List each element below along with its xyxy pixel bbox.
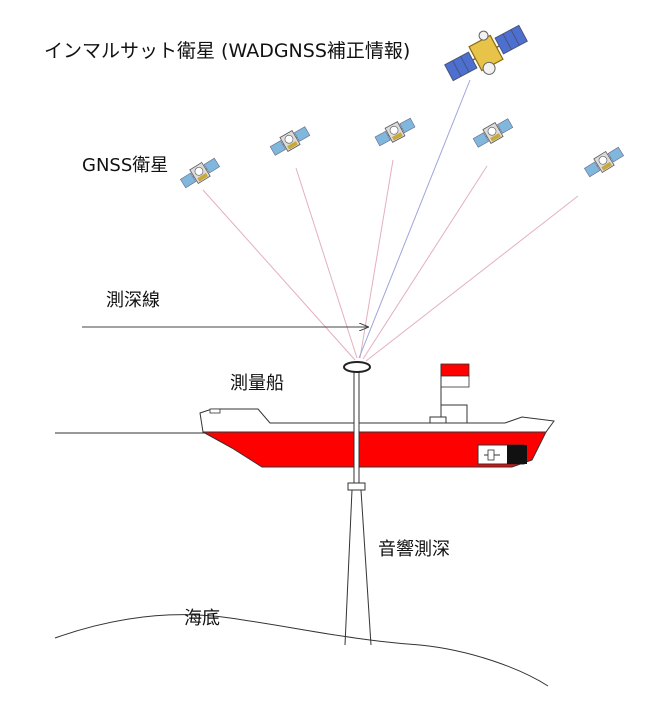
- gnss-satellite-label: GNSS衛星: [82, 155, 169, 176]
- gnss-signal-lines: [202, 159, 579, 362]
- survey-ship-label: 測量船: [230, 373, 284, 394]
- transducer: [347, 482, 366, 491]
- ship-flag: [440, 363, 470, 377]
- seabed-label: 海底: [184, 608, 220, 629]
- echo-sounding-label: 音響測深: [378, 539, 450, 560]
- survey-ship: [199, 363, 555, 468]
- signal-line: [362, 165, 488, 360]
- signal-line: [295, 167, 358, 359]
- satellite-icon: [471, 115, 515, 151]
- sounding-beam: [344, 489, 372, 646]
- gnss-antenna: [343, 361, 371, 373]
- inmarsat-satellite-label: インマルサット衛星 (WADGNSS補正情報): [44, 40, 411, 62]
- correction-signal-line: [358, 79, 471, 359]
- survey-line-label: 測深線: [106, 290, 160, 311]
- satellite-icon: [444, 24, 528, 82]
- seabed: [54, 614, 549, 687]
- satellite-icon: [373, 115, 417, 149]
- satellite-icon: [268, 123, 312, 159]
- satellite-icon: [582, 144, 626, 180]
- signal-line: [365, 195, 579, 362]
- signal-line: [359, 159, 394, 359]
- signal-line: [202, 189, 356, 361]
- satellite-icon: [178, 155, 222, 191]
- antenna-pole: [353, 366, 360, 486]
